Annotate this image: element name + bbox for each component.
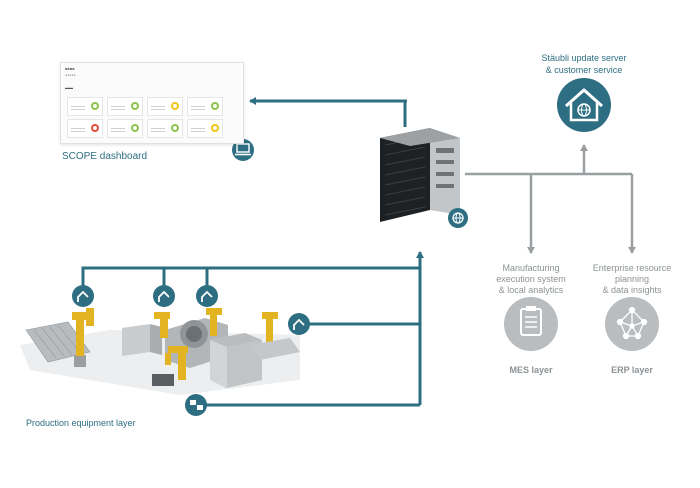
equipment-badge-3[interactable] — [196, 285, 218, 307]
robot-arm-icon — [77, 290, 89, 302]
mes-node[interactable] — [504, 297, 558, 351]
edge-controller[interactable] — [380, 128, 460, 222]
dashboard-card — [147, 97, 183, 116]
equipment-badge-1[interactable] — [72, 285, 94, 307]
globe-network-icon — [452, 212, 464, 224]
network-nodes-icon — [616, 306, 648, 340]
equipment-badge-4[interactable] — [288, 313, 310, 335]
machine-2 — [210, 333, 262, 388]
robot-4 — [165, 346, 188, 380]
equipment-badge-2[interactable] — [153, 285, 175, 307]
production-equipment-label: Production equipment layer — [26, 418, 136, 428]
gear-link-icon — [190, 400, 203, 410]
dashboard-header: ■■■■ — [65, 66, 75, 71]
robot-arm-icon — [201, 290, 213, 302]
dashboard-section-title: ▬▬ — [65, 85, 73, 90]
scope-dashboard-label: SCOPE dashboard — [62, 151, 148, 162]
dashboard-card — [187, 119, 223, 138]
mes-description: Manufacturing execution system & local a… — [486, 263, 576, 296]
update-server-label-line2: & customer service — [545, 65, 623, 75]
robot-5 — [262, 312, 278, 344]
update-server-label-line1: Stäubli update server — [541, 53, 627, 63]
equipment-badge-5[interactable] — [185, 394, 207, 416]
mes-description-line2: execution system — [496, 274, 566, 284]
dashboard-card — [187, 97, 223, 116]
laptop-icon — [235, 143, 251, 156]
erp-description-line1: Enterprise resource — [592, 263, 672, 273]
update-server-node[interactable] — [557, 78, 611, 132]
dashboard-card — [67, 119, 103, 138]
scope-dashboard-screenshot[interactable]: ■■■■ ●●●●● ▬▬ — [60, 62, 244, 144]
dashboard-legend: ●●●●● — [65, 73, 76, 77]
robot-3 — [206, 308, 222, 336]
robot-arm-icon — [158, 290, 170, 302]
dashboard-card — [147, 119, 183, 138]
erp-layer-label: ERP layer — [611, 365, 653, 375]
erp-node[interactable] — [605, 297, 659, 351]
update-server-label: Stäubli update server & customer service — [524, 52, 644, 76]
erp-description: Enterprise resource planning & data insi… — [582, 263, 682, 296]
dashboard-card — [107, 119, 143, 138]
conveyor-right — [250, 338, 300, 360]
robot-arm-icon — [293, 318, 305, 330]
erp-description-line3: & data insights — [602, 285, 662, 295]
controller-badge — [448, 208, 468, 228]
dashboard-badge[interactable] — [232, 139, 254, 161]
dashboard-card — [67, 97, 103, 116]
robot-1 — [72, 308, 94, 367]
clipboard-icon — [520, 306, 542, 336]
house-globe-icon — [565, 88, 603, 122]
conveyor-left — [25, 321, 91, 363]
equipment-top-bus — [81, 266, 420, 286]
mes-description-line3: & local analytics — [498, 285, 564, 295]
mes-layer-label: MES layer — [509, 365, 553, 375]
production-line-illustration — [20, 308, 300, 395]
machine-1 — [122, 324, 162, 356]
robot-2 — [154, 312, 170, 338]
dashboard-card — [107, 97, 143, 116]
mes-description-line1: Manufacturing — [502, 263, 560, 273]
erp-description-line2: planning — [614, 274, 650, 284]
small-cart — [152, 374, 174, 386]
